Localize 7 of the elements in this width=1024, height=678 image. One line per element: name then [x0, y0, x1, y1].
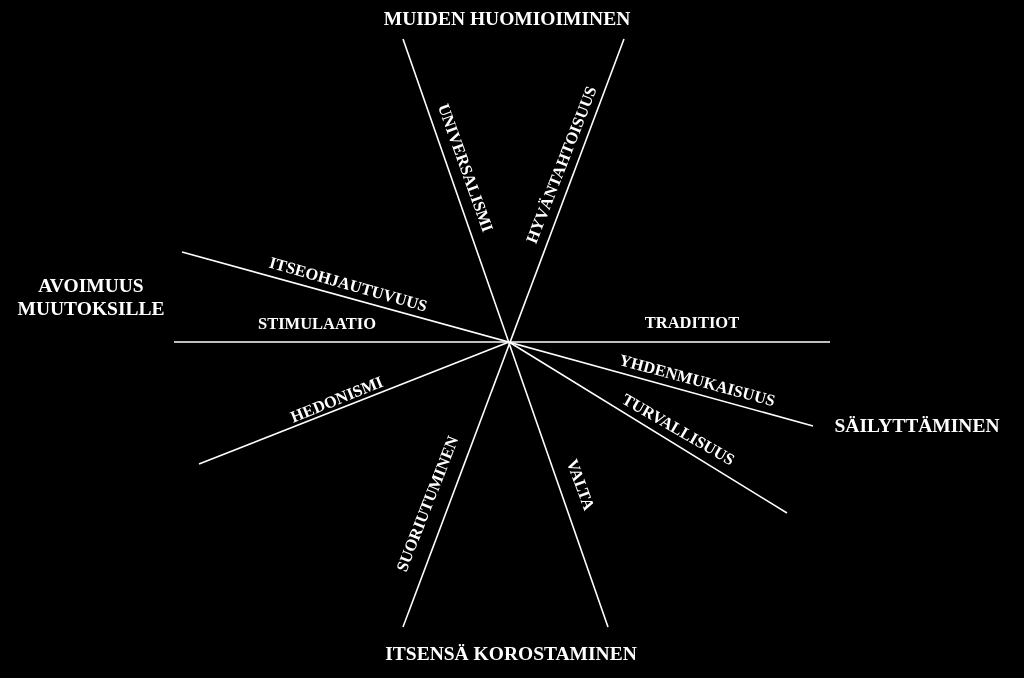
value-label: VALTA	[563, 457, 597, 513]
category-heading: ITSENSÄ KOROSTAMINEN	[385, 644, 637, 664]
category-heading: MUIDEN HUOMIOIMINEN	[383, 9, 631, 29]
category-heading: AVOIMUUS MUUTOKSILLE	[16, 273, 166, 321]
category-heading: SÄILYTTÄMINEN	[834, 416, 1000, 436]
value-label: TRADITIOT	[644, 314, 740, 332]
value-label: STIMULAATIO	[258, 315, 376, 333]
